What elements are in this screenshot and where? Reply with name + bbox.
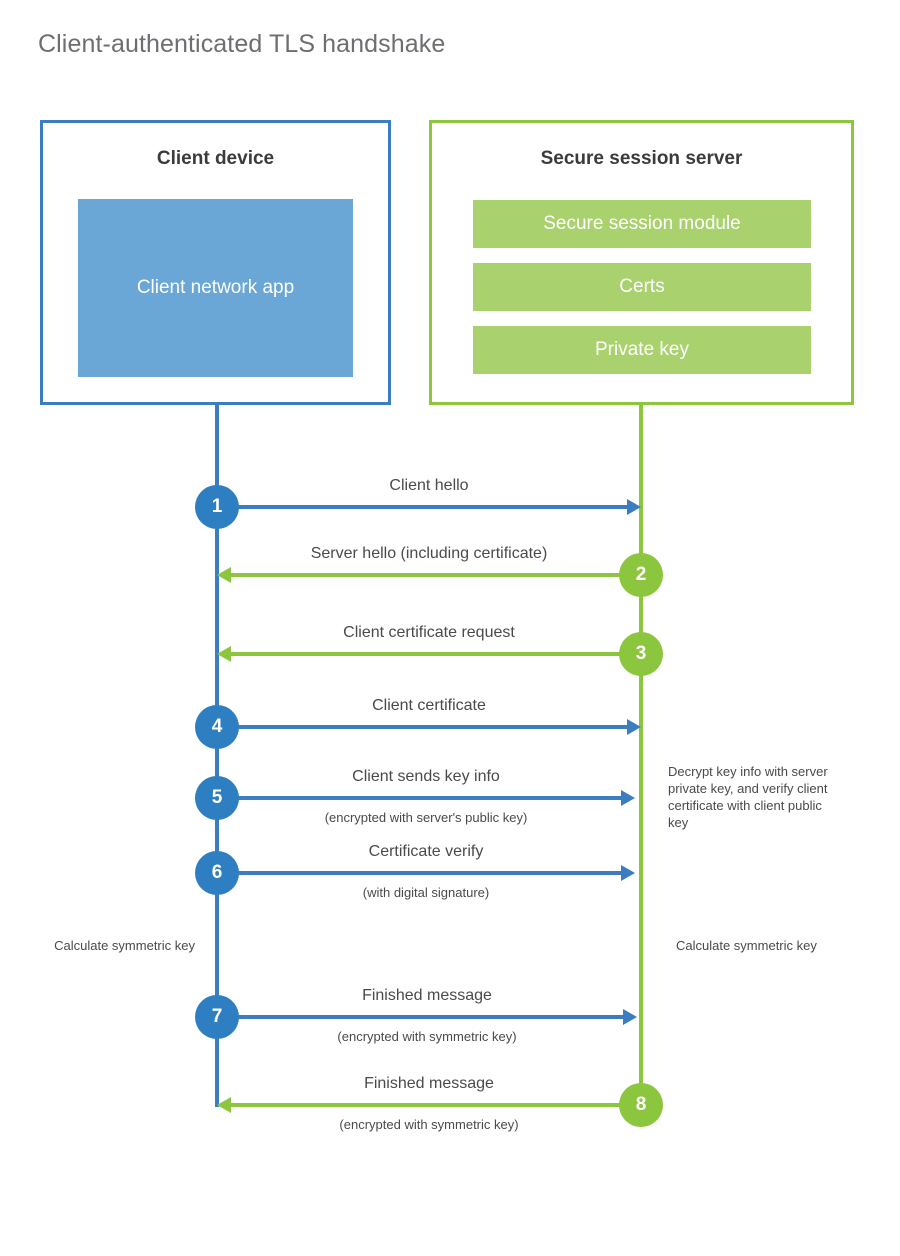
client-calculate-symmetric-key-annotation: Calculate symmetric key (54, 938, 195, 953)
client-network-app-block: Client network app (78, 199, 353, 377)
message-arrow-shaft-8 (231, 1103, 641, 1107)
message-arrow-head-7 (623, 1009, 637, 1025)
server-calculate-symmetric-key-annotation: Calculate symmetric key (676, 938, 817, 953)
message-arrow-shaft-5 (217, 796, 621, 800)
server-component-private-key: Private key (473, 326, 811, 374)
client-lifeline (215, 404, 219, 1107)
message-arrow-shaft-7 (217, 1015, 623, 1019)
message-arrow-shaft-1 (217, 505, 627, 509)
message-arrow-shaft-4 (217, 725, 627, 729)
client-device-title: Client device (156, 148, 275, 169)
message-label-1: Client hello (389, 477, 469, 494)
server-lifeline (639, 404, 643, 1107)
message-sublabel-8: (encrypted with symmetric key) (339, 1117, 519, 1132)
step-badge-4[interactable]: 4 (195, 705, 239, 749)
message-label-2: Server hello (including certificate) (310, 545, 548, 562)
step-badge-8[interactable]: 8 (619, 1083, 663, 1127)
message-arrow-head-8 (217, 1097, 231, 1113)
message-arrow-shaft-6 (217, 871, 621, 875)
message-label-3: Client certificate request (343, 624, 515, 641)
server-component-certs: Certs (473, 263, 811, 311)
message-arrow-head-6 (621, 865, 635, 881)
message-arrow-shaft-2 (231, 573, 641, 577)
step-badge-1[interactable]: 1 (195, 485, 239, 529)
message-label-5: Client sends key info (352, 768, 500, 785)
server-decrypt-annotation: Decrypt key info with server private key… (668, 764, 828, 830)
step-badge-6[interactable]: 6 (195, 851, 239, 895)
server-component-secure-session-module: Secure session module (473, 200, 811, 248)
message-arrow-shaft-3 (231, 652, 641, 656)
secure-session-server-title: Secure session server (540, 148, 743, 169)
message-label-8: Finished message (364, 1075, 494, 1092)
message-arrow-head-5 (621, 790, 635, 806)
step-badge-7[interactable]: 7 (195, 995, 239, 1039)
message-label-7: Finished message (362, 987, 492, 1004)
step-badge-3[interactable]: 3 (619, 632, 663, 676)
secure-session-server-box: Secure session server Secure session mod… (429, 120, 854, 405)
message-sublabel-5: (encrypted with server's public key) (324, 810, 528, 825)
page-title: Client-authenticated TLS handshake (38, 30, 446, 58)
message-arrow-head-2 (217, 567, 231, 583)
message-arrow-head-1 (627, 499, 641, 515)
step-badge-2[interactable]: 2 (619, 553, 663, 597)
client-device-box: Client device Client network app (40, 120, 391, 405)
server-components-list: Secure session module Certs Private key (473, 200, 811, 374)
step-badge-5[interactable]: 5 (195, 776, 239, 820)
message-label-6: Certificate verify (368, 843, 484, 860)
message-sublabel-7: (encrypted with symmetric key) (337, 1029, 517, 1044)
message-arrow-head-3 (217, 646, 231, 662)
message-sublabel-6: (with digital signature) (362, 885, 490, 900)
message-arrow-head-4 (627, 719, 641, 735)
message-label-4: Client certificate (372, 697, 486, 714)
